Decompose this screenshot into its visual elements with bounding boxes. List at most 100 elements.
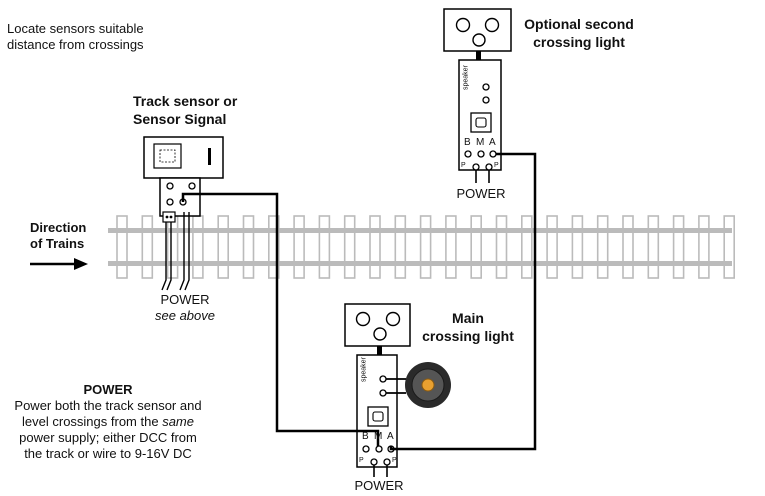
main-light-title-line: Main [452,310,484,326]
sensor-power-text: POWER [160,292,210,307]
second-crossing-light [443,8,512,183]
placement-note-line: Locate sensors suitable [7,21,144,36]
track-sleeper [318,215,331,279]
lamp-icon [385,311,401,327]
pin-p [383,458,391,466]
main-pin-p-label: P [359,457,364,464]
sensor-leg-right [179,212,185,291]
sensor-power-subtext: see above [155,308,215,323]
track-sleeper [267,215,280,279]
sensor-indicator-bar [208,148,211,165]
main-pin-m-label: M [374,431,383,442]
main-speaker-label: speaker [360,357,368,382]
main-pin-b-label: B [362,431,369,442]
second-light-title-line: Optional second [524,16,634,32]
track-sleeper [419,215,432,279]
sensor-pin [166,182,174,190]
track-sleeper [698,215,710,279]
track-sleeper [470,215,483,279]
power-note: POWER Power both the track sensor and le… [4,382,212,462]
second-pin-m-label: M [476,137,485,148]
track-sleepers [116,215,736,279]
direction-label-line: of Trains [30,236,85,251]
wire-sensor-to-main-m [181,192,380,446]
wire-main-a-to-second-a [389,152,537,451]
direction-arrow [30,258,88,270]
lamp-icon [455,17,471,33]
main-pin-a-label: A [387,431,394,442]
track-sleeper [192,215,204,279]
pin-b [464,150,472,158]
sensor-pin [166,198,174,206]
second-speaker-label: speaker [462,65,470,90]
track-sleeper [723,215,736,279]
track-sleeper [343,215,356,279]
track-sleeper [217,215,229,279]
track-sensor-title-line: Track sensor or [133,93,238,109]
second-light-title: Optional second crossing light [516,15,642,51]
wiring [181,152,537,451]
rail-bottom [108,261,732,266]
track-sleeper [242,215,255,279]
main-light-title: Main crossing light [412,309,524,345]
placement-note-line: distance from crossings [7,37,144,52]
sensor-connector [162,211,176,223]
sensor-power-label: POWER see above [140,292,230,324]
lamp-icon [373,327,387,341]
sensor-button-icon [153,143,182,169]
speaker-icon [386,362,451,408]
lamp-icon [355,311,371,327]
track-sleeper [520,215,533,279]
pin-m [375,445,383,453]
track-sleeper [672,215,685,279]
track-sleeper [141,215,154,279]
track-sleeper [495,215,508,279]
track-sensor-title: Track sensor or Sensor Signal [133,92,237,128]
lamp-icon [472,33,486,47]
pin-m [477,150,485,158]
second-pin-p-label: P [494,162,499,169]
track-sleeper [166,215,179,279]
main-light-title-line: crossing light [422,328,514,344]
speaker-pin [379,375,387,383]
speaker-pin [379,389,387,397]
main-crossing-light [344,303,411,477]
power-note-line: the track or wire to 9-16V DC [24,446,192,461]
track-sleeper [116,215,128,279]
sensor-leg-left [161,222,167,291]
second-pin-p-label: P [461,162,466,169]
power-note-line: level crossings from the same [4,414,212,430]
power-note-title: POWER [83,382,133,397]
pin-p [370,458,378,466]
pin-p [472,163,480,171]
main-pin-p-label: P [392,457,397,464]
track-sensor [143,136,224,291]
pin-a [489,150,497,158]
track-sleeper [571,215,584,279]
track-sleeper [622,215,634,279]
pin-p [485,163,493,171]
second-pin-a-label: A [489,137,496,148]
pin-b [362,445,370,453]
power-note-line: Power both the track sensor and [14,398,202,413]
track-sleeper [369,215,381,279]
track-sensor-title-line: Sensor Signal [133,111,227,127]
second-light-title-line: crossing light [533,34,625,50]
track-sleeper [394,215,407,279]
main-power-label: POWER [354,478,404,493]
track-sleeper [596,215,609,279]
power-note-line: power supply; either DCC from [19,430,197,445]
track-sleeper [647,215,660,279]
track-sleeper [293,215,305,279]
track-sleeper [546,215,558,279]
track-sleeper [445,215,457,279]
placement-note: Locate sensors suitable distance from cr… [7,21,144,53]
lamp-icon [484,17,500,33]
second-power-label: POWER [456,186,506,201]
power-note-text: level crossings from the [22,414,163,429]
sensor-pin [188,182,196,190]
rail-top [108,228,732,233]
direction-label-line: Direction [30,220,87,235]
second-pin-b-label: B [464,137,471,148]
